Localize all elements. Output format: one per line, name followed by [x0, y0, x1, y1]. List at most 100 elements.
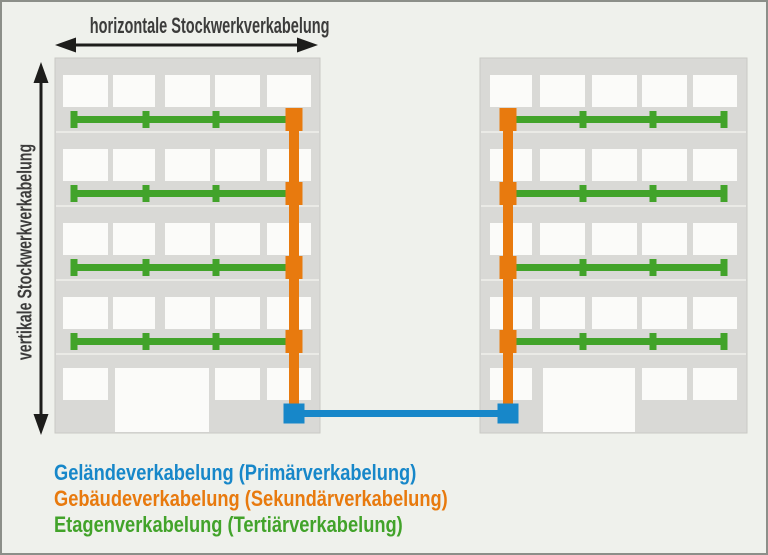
window — [215, 75, 260, 107]
floor-cable-tap — [649, 111, 657, 128]
window — [215, 223, 260, 255]
window — [642, 297, 687, 329]
floor-cable-tap — [720, 259, 728, 276]
floor-cable-tap — [142, 259, 150, 276]
building-distributor-box — [497, 403, 519, 424]
window — [63, 223, 108, 255]
floor-separator — [481, 279, 746, 281]
legend-label-tertiary: Etagenverkabelung (Tertiärverkabelung) — [54, 512, 403, 537]
floor-cable-tap — [212, 259, 220, 276]
floor-cable — [508, 116, 727, 123]
window — [113, 75, 155, 107]
horizontal-arrow-shaft — [72, 43, 301, 47]
arrow-up-head-icon — [33, 62, 49, 83]
vertical-arrow-shaft — [39, 79, 43, 418]
window — [642, 75, 687, 107]
floor-distributor-box — [285, 330, 303, 353]
floor-cable-tap — [70, 259, 78, 276]
legend-label-secondary: Gebäudeverkabelung (Sekundärverkabelung) — [54, 486, 448, 511]
legend-item-secondary: Gebäudeverkabelung (Sekundärverkabelung) — [54, 486, 448, 512]
floor-cable-tap — [142, 185, 150, 202]
legend-item-primary: Geländeverkabelung (Primärverkabelung) — [54, 460, 448, 486]
floor-distributor-box — [285, 256, 303, 279]
window — [165, 297, 210, 329]
window — [215, 297, 260, 329]
arrow-left-head-icon — [55, 37, 76, 53]
window — [540, 223, 585, 255]
window — [63, 368, 108, 400]
window — [642, 149, 687, 181]
floor-cable-tap — [142, 333, 150, 350]
floor-separator — [481, 131, 746, 133]
floor-cable-tap — [720, 111, 728, 128]
window — [215, 149, 260, 181]
floor-cable-tap — [579, 333, 587, 350]
floor-separator — [481, 353, 746, 355]
floor-cable — [508, 338, 727, 345]
door — [543, 368, 635, 432]
door — [115, 368, 209, 432]
floor-cable — [508, 264, 727, 271]
window — [540, 149, 585, 181]
window — [215, 368, 260, 400]
campus-cable — [294, 410, 508, 417]
floor-distributor-box — [499, 182, 517, 205]
window — [592, 297, 637, 329]
window — [165, 223, 210, 255]
window — [642, 223, 687, 255]
floor-cable-tap — [70, 185, 78, 202]
floor-cable-tap — [212, 185, 220, 202]
window — [63, 149, 108, 181]
floor-distributor-box — [499, 256, 517, 279]
floor-distributor-box — [499, 330, 517, 353]
floor-cable-tap — [212, 111, 220, 128]
floor-separator — [56, 279, 319, 281]
window — [693, 75, 737, 107]
floor-cable-tap — [70, 111, 78, 128]
window — [113, 149, 155, 181]
window — [592, 149, 637, 181]
floor-cable — [71, 264, 294, 271]
floor-cable-tap — [579, 185, 587, 202]
floor-separator — [56, 353, 319, 355]
horizontal-cabling-label: horizontale Stockwerkverkabelung — [89, 13, 330, 38]
window — [165, 149, 210, 181]
arrow-right-head-icon — [297, 37, 318, 53]
window — [642, 368, 687, 400]
floor-cable-tap — [70, 333, 78, 350]
floor-cable-tap — [649, 333, 657, 350]
floor-cable — [71, 338, 294, 345]
arrow-down-head-icon — [33, 414, 49, 435]
window — [693, 149, 737, 181]
building-distributor-box — [283, 403, 305, 424]
window — [693, 223, 737, 255]
floor-cable — [508, 190, 727, 197]
window — [267, 75, 311, 107]
floor-cable-tap — [579, 259, 587, 276]
floor-distributor-box — [285, 108, 303, 131]
floor-cable-tap — [720, 333, 728, 350]
window — [592, 223, 637, 255]
floor-separator — [56, 131, 319, 133]
window — [540, 75, 585, 107]
window — [592, 75, 637, 107]
floor-cable-tap — [649, 259, 657, 276]
legend-item-tertiary: Etagenverkabelung (Tertiärverkabelung) — [54, 512, 448, 538]
floor-cable — [71, 116, 294, 123]
window — [540, 297, 585, 329]
floor-distributor-box — [499, 108, 517, 131]
window — [113, 297, 155, 329]
window — [63, 75, 108, 107]
floor-separator — [56, 205, 319, 207]
floor-separator — [481, 205, 746, 207]
floor-cable-tap — [720, 185, 728, 202]
window — [693, 368, 737, 400]
floor-distributor-box — [285, 182, 303, 205]
floor-cable-tap — [212, 333, 220, 350]
legend: Geländeverkabelung (Primärverkabelung) G… — [54, 460, 528, 538]
floor-cable-tap — [579, 111, 587, 128]
floor-cable-tap — [649, 185, 657, 202]
floor-cable — [71, 190, 294, 197]
